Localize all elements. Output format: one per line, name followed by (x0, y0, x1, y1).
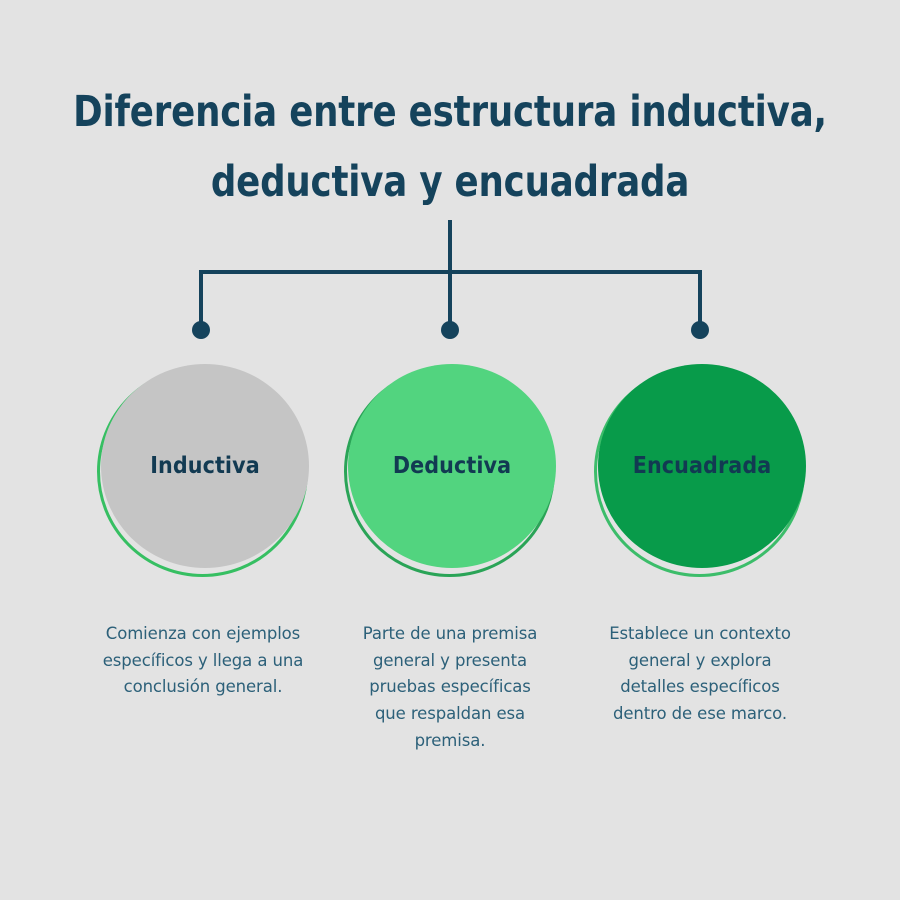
node-circle-encuadrada[interactable]: Encuadrada (593, 364, 807, 578)
node-caption-encuadrada: Establece un contexto general y explora … (609, 624, 791, 724)
page-title: Diferencia entre estructura inductiva, d… (0, 78, 900, 217)
connector-dot-encuadrada (691, 321, 709, 339)
node-circle-fill-deductiva: Deductiva (348, 364, 556, 568)
node-column-inductiva: Inductiva Comienza con ejemplos específi… (73, 364, 333, 701)
node-circle-fill-inductiva: Inductiva (101, 364, 309, 568)
node-label-deductiva: Deductiva (392, 452, 512, 479)
node-caption-deductiva: Parte de una premisa general y presenta … (362, 624, 538, 750)
node-circle-inductiva[interactable]: Inductiva (96, 364, 310, 578)
page-title-line-2: deductiva y encuadrada (210, 156, 690, 207)
page-title-line-1: Diferencia entre estructura inductiva, (73, 87, 827, 137)
node-circle-deductiva[interactable]: Deductiva (343, 364, 557, 578)
node-circle-fill-encuadrada: Encuadrada (598, 364, 806, 568)
node-label-encuadrada: Encuadrada (632, 452, 772, 479)
connector-dot-deductiva (441, 321, 459, 339)
node-column-encuadrada: Encuadrada Establece un contexto general… (570, 364, 830, 728)
node-label-inductiva: Inductiva (150, 452, 260, 479)
node-column-deductiva: Deductiva Parte de una premisa general y… (320, 364, 580, 755)
node-caption-inductiva: Comienza con ejemplos específicos y lleg… (102, 624, 304, 697)
connector-dot-inductiva (192, 321, 210, 339)
